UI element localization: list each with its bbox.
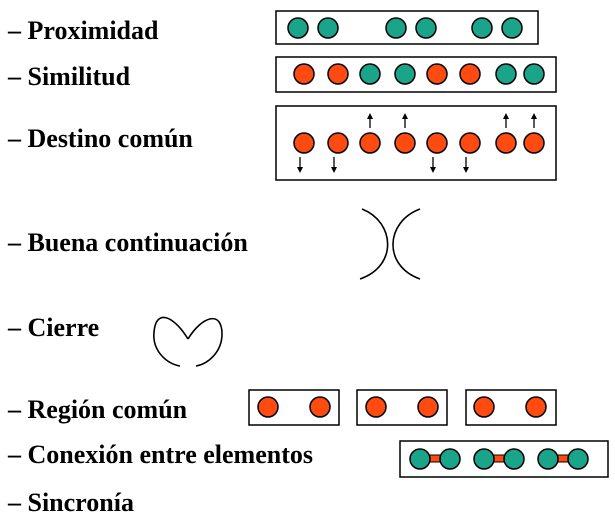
label-proximidad: – Proximidad (8, 16, 159, 45)
conexion-dot (567, 448, 589, 470)
similitud-illustration (275, 56, 557, 93)
conexion-dot (473, 448, 495, 470)
proximidad-dot (501, 17, 523, 39)
conexion-frame (399, 440, 609, 478)
continuacion-curve-a (359, 208, 389, 280)
proximidad-dot (317, 17, 339, 39)
destino-dot (495, 132, 517, 154)
similitud-frame (275, 56, 557, 93)
proximidad-dot (385, 17, 407, 39)
cierre-illustration (153, 316, 223, 367)
destino-dot (523, 132, 545, 154)
label-conexion-entre-elementos: – Conexión entre elementos (8, 440, 313, 469)
region-dot (309, 396, 331, 418)
destino-dot (394, 132, 416, 154)
destino-dot (459, 132, 481, 154)
arrow-down-icon (430, 157, 436, 173)
similitud-dot (359, 63, 381, 85)
conexion-illustration (399, 440, 609, 478)
label-sincronia: – Sincronía (8, 488, 134, 517)
conexion-dot (503, 448, 525, 470)
similitud-dot (293, 63, 315, 85)
label-region-comun: – Región común (8, 395, 188, 424)
region-dot (525, 396, 547, 418)
proximidad-illustration (275, 10, 539, 45)
continuacion-curve-b (392, 208, 421, 280)
proximidad-dot (287, 17, 309, 39)
arrow-down-icon (297, 157, 303, 173)
buena-continuacion-illustration (359, 208, 421, 280)
arrow-up-icon (531, 113, 537, 128)
similitud-dot (394, 63, 416, 85)
similitud-dot (426, 63, 448, 85)
destino-comun-frame (275, 105, 557, 181)
cierre-left-loop (153, 316, 189, 367)
arrow-up-icon (503, 113, 509, 128)
label-cierre: – Cierre (8, 313, 100, 342)
similitud-dot (327, 63, 349, 85)
destino-dot (293, 132, 315, 154)
region-dot (257, 396, 279, 418)
region-frame (248, 389, 340, 426)
label-destino-comun: – Destino común (8, 124, 193, 153)
arrow-down-icon (331, 157, 337, 173)
proximidad-dot (415, 17, 437, 39)
region-frame (465, 389, 557, 426)
destino-comun-illustration (275, 105, 557, 181)
destino-dot (327, 132, 349, 154)
similitud-dot (459, 63, 481, 85)
proximidad-frame (275, 10, 539, 45)
region-comun-illustration (248, 389, 557, 426)
proximidad-dot (471, 17, 493, 39)
arrow-up-icon (367, 113, 373, 128)
conexion-dot (409, 448, 431, 470)
region-dot (365, 396, 387, 418)
arrow-up-icon (402, 113, 408, 128)
label-buena-continuacion: – Buena continuación (8, 228, 248, 257)
region-frame (356, 389, 448, 426)
label-similitud: – Similitud (8, 62, 131, 91)
destino-dot (359, 132, 381, 154)
conexion-dot (439, 448, 461, 470)
region-dot (473, 396, 495, 418)
similitud-dot (523, 63, 545, 85)
arrow-down-icon (463, 157, 469, 173)
similitud-dot (495, 63, 517, 85)
conexion-dot (537, 448, 559, 470)
cierre-right-loop (187, 317, 223, 367)
region-dot (417, 396, 439, 418)
destino-dot (426, 132, 448, 154)
